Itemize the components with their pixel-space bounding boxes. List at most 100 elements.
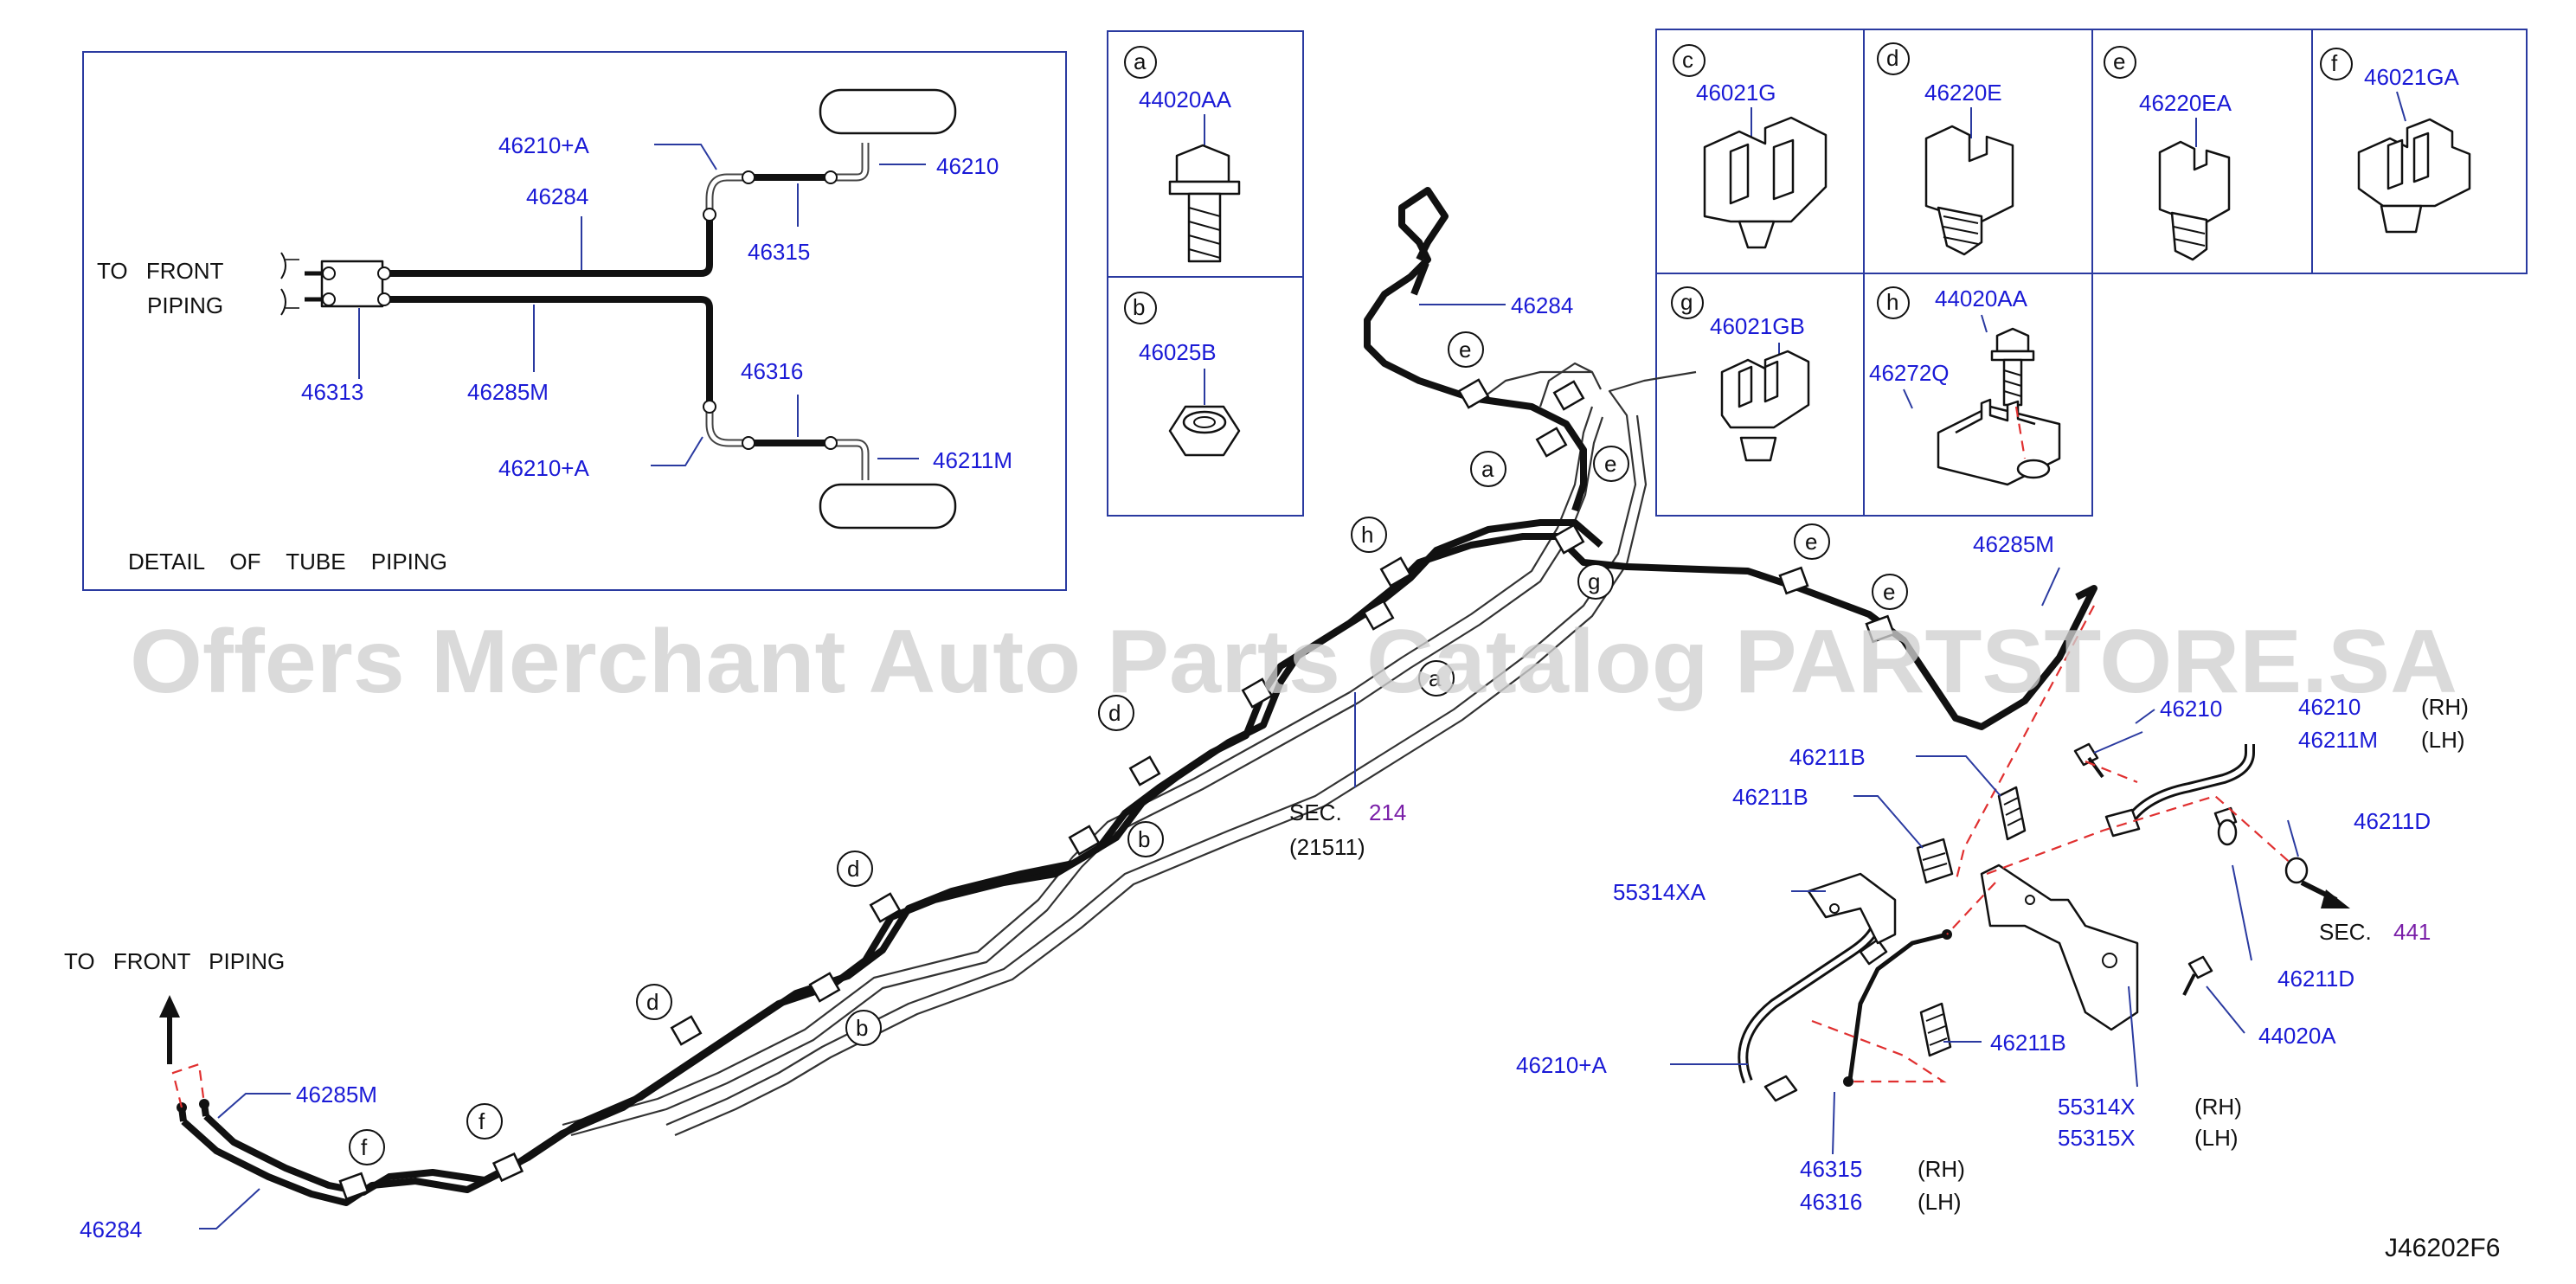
- label-46210: 46210: [2298, 694, 2361, 720]
- callout-d-3: d: [646, 989, 658, 1015]
- callout-g: g: [1588, 568, 1600, 594]
- label-rh-3: (RH): [1918, 1156, 1965, 1182]
- diagram-code: J46202F6: [2385, 1234, 2500, 1262]
- label-46210a-main: 46210+A: [1516, 1052, 1607, 1078]
- panel-a-letter: a: [1134, 48, 1147, 74]
- clip-46021GA-icon: [2357, 118, 2471, 234]
- upper-caliper-shape: [819, 88, 957, 135]
- detail-label-46210a-lower: 46210+A: [498, 455, 589, 481]
- panel-f-letter: f: [2331, 50, 2338, 76]
- label-55314XA: 55314XA: [1613, 879, 1706, 905]
- bolt-44020AA-h-icon: [1990, 327, 2035, 407]
- label-55315X: 55315X: [2058, 1125, 2136, 1151]
- callout-e-1: e: [1459, 337, 1471, 363]
- label-rh-2: (RH): [2194, 1094, 2242, 1120]
- panel-f: f 46021GA: [2320, 48, 2471, 234]
- label-46285M-right: 46285M: [1973, 531, 2054, 557]
- callout-a-mid: a: [1429, 665, 1442, 691]
- callout-e-3: e: [1805, 529, 1817, 555]
- callout-f-2: f: [361, 1134, 368, 1160]
- label-46284-left: 46284: [80, 1217, 142, 1242]
- panel-d-part: 46220E: [1924, 80, 2002, 106]
- sec-214-label: SEC.: [1289, 799, 1342, 825]
- sec-214-sub: (21511): [1289, 834, 1365, 860]
- panel-d-letter: d: [1886, 45, 1898, 71]
- line-clips: [338, 378, 1896, 1201]
- lower-caliper-shape: [819, 483, 957, 530]
- detail-label-46285M: 46285M: [467, 379, 549, 405]
- panel-g-part: 46021GB: [1710, 313, 1805, 339]
- callout-b-2: b: [856, 1015, 868, 1041]
- panel-group-ab: a 44020AA b 46025B: [1107, 30, 1304, 517]
- callout-a-top: a: [1481, 456, 1494, 482]
- label-55314X: 55314X: [2058, 1094, 2136, 1120]
- label-46285M-left: 46285M: [296, 1082, 377, 1107]
- label-lh-3: (LH): [1918, 1189, 1962, 1215]
- clip-46021G-icon: [1703, 116, 1828, 249]
- detail-label-46315: 46315: [748, 239, 810, 265]
- to-front-piping-label: TO FRONT PIPING: [64, 948, 285, 974]
- panel-e-letter: e: [2113, 48, 2125, 74]
- label-46211D-2: 46211D: [2277, 966, 2354, 992]
- label-lh-2: (LH): [2194, 1125, 2239, 1151]
- detail-to-front-line1: TO FRONT: [97, 258, 224, 284]
- bolt-44020AA-icon: [1168, 144, 1241, 263]
- panel-c-letter: c: [1682, 47, 1693, 73]
- callout-d-2: d: [847, 856, 859, 882]
- detail-title: DETAIL OF TUBE PIPING: [128, 549, 447, 575]
- panel-group-ch: c 46021G d 46220E e 46220EA: [1655, 29, 2528, 517]
- detail-label-46210: 46210: [936, 153, 999, 179]
- detail-label-46211M: 46211M: [933, 447, 1012, 473]
- panel-f-part: 46021GA: [2364, 64, 2460, 90]
- panel-h-part2: 46272Q: [1869, 360, 1950, 386]
- panel-b-letter: b: [1133, 294, 1145, 320]
- detail-label-46210a-upper: 46210+A: [498, 132, 589, 158]
- sec-441-number: 441: [2393, 919, 2431, 945]
- callout-e-2: e: [1604, 451, 1616, 477]
- callout-d-1: d: [1108, 700, 1121, 726]
- label-46284-top: 46284: [1511, 292, 1573, 318]
- detail-panel: 46210+A 46210 46284 46315 46313 46285M 4…: [82, 51, 1067, 591]
- panel-e: e 46220EA: [2104, 46, 2232, 261]
- callout-e-4: e: [1883, 579, 1895, 605]
- label-46211D-1: 46211D: [2354, 808, 2431, 834]
- callouts: h a e e g e e d b d b d f f: [349, 331, 1908, 1165]
- clip-46220EA-icon: [2158, 140, 2231, 261]
- sec-214-number: 214: [1369, 799, 1406, 825]
- panel-g: g 46021GB: [1671, 286, 1810, 462]
- sec-441-label: SEC.: [2319, 919, 2372, 945]
- detail-label-46316: 46316: [741, 358, 803, 384]
- label-lh-1: (LH): [2421, 727, 2465, 753]
- label-46211B-2: 46211B: [1732, 784, 1808, 810]
- clip-46021GB-icon: [1720, 350, 1810, 462]
- panel-e-part: 46220EA: [2139, 90, 2232, 116]
- tube-46284-detail: [389, 216, 713, 277]
- label-46211M: 46211M: [2298, 727, 2378, 753]
- hose-bracket-assembly: [1738, 605, 2350, 1102]
- panel-g-letter: g: [1680, 289, 1693, 315]
- label-46211B-3: 46211B: [1990, 1030, 2066, 1056]
- panel-b-part: 46025B: [1139, 339, 1217, 365]
- connector-46313-shape: [280, 252, 391, 316]
- panel-c-part: 46021G: [1696, 80, 1776, 106]
- panel-ab-frame: [1107, 30, 1304, 517]
- panel-a-part: 44020AA: [1139, 87, 1232, 112]
- callout-f-1: f: [479, 1108, 485, 1134]
- label-46315: 46315: [1800, 1156, 1862, 1182]
- panel-c: c 46021G: [1673, 44, 1828, 249]
- main-piping: h a e e g e e d b d b d f f: [64, 187, 2469, 1242]
- clip-46220E-icon: [1924, 125, 2014, 256]
- callout-h: h: [1361, 522, 1373, 548]
- detail-label-46313: 46313: [301, 379, 363, 405]
- panel-h-letter: h: [1886, 289, 1898, 315]
- panel-a: a 44020AA: [1124, 46, 1241, 263]
- detail-label-46284: 46284: [526, 183, 588, 209]
- panel-h: h 44020AA 46272Q: [1869, 286, 2061, 486]
- label-46211B-1: 46211B: [1789, 744, 1866, 770]
- bracket-46272Q-icon: [1937, 398, 2061, 486]
- label-rh-1: (RH): [2421, 694, 2469, 720]
- label-44020A: 44020A: [2258, 1023, 2336, 1049]
- nut-46025B-icon: [1168, 405, 1241, 457]
- detail-to-front-line2: PIPING: [147, 292, 223, 318]
